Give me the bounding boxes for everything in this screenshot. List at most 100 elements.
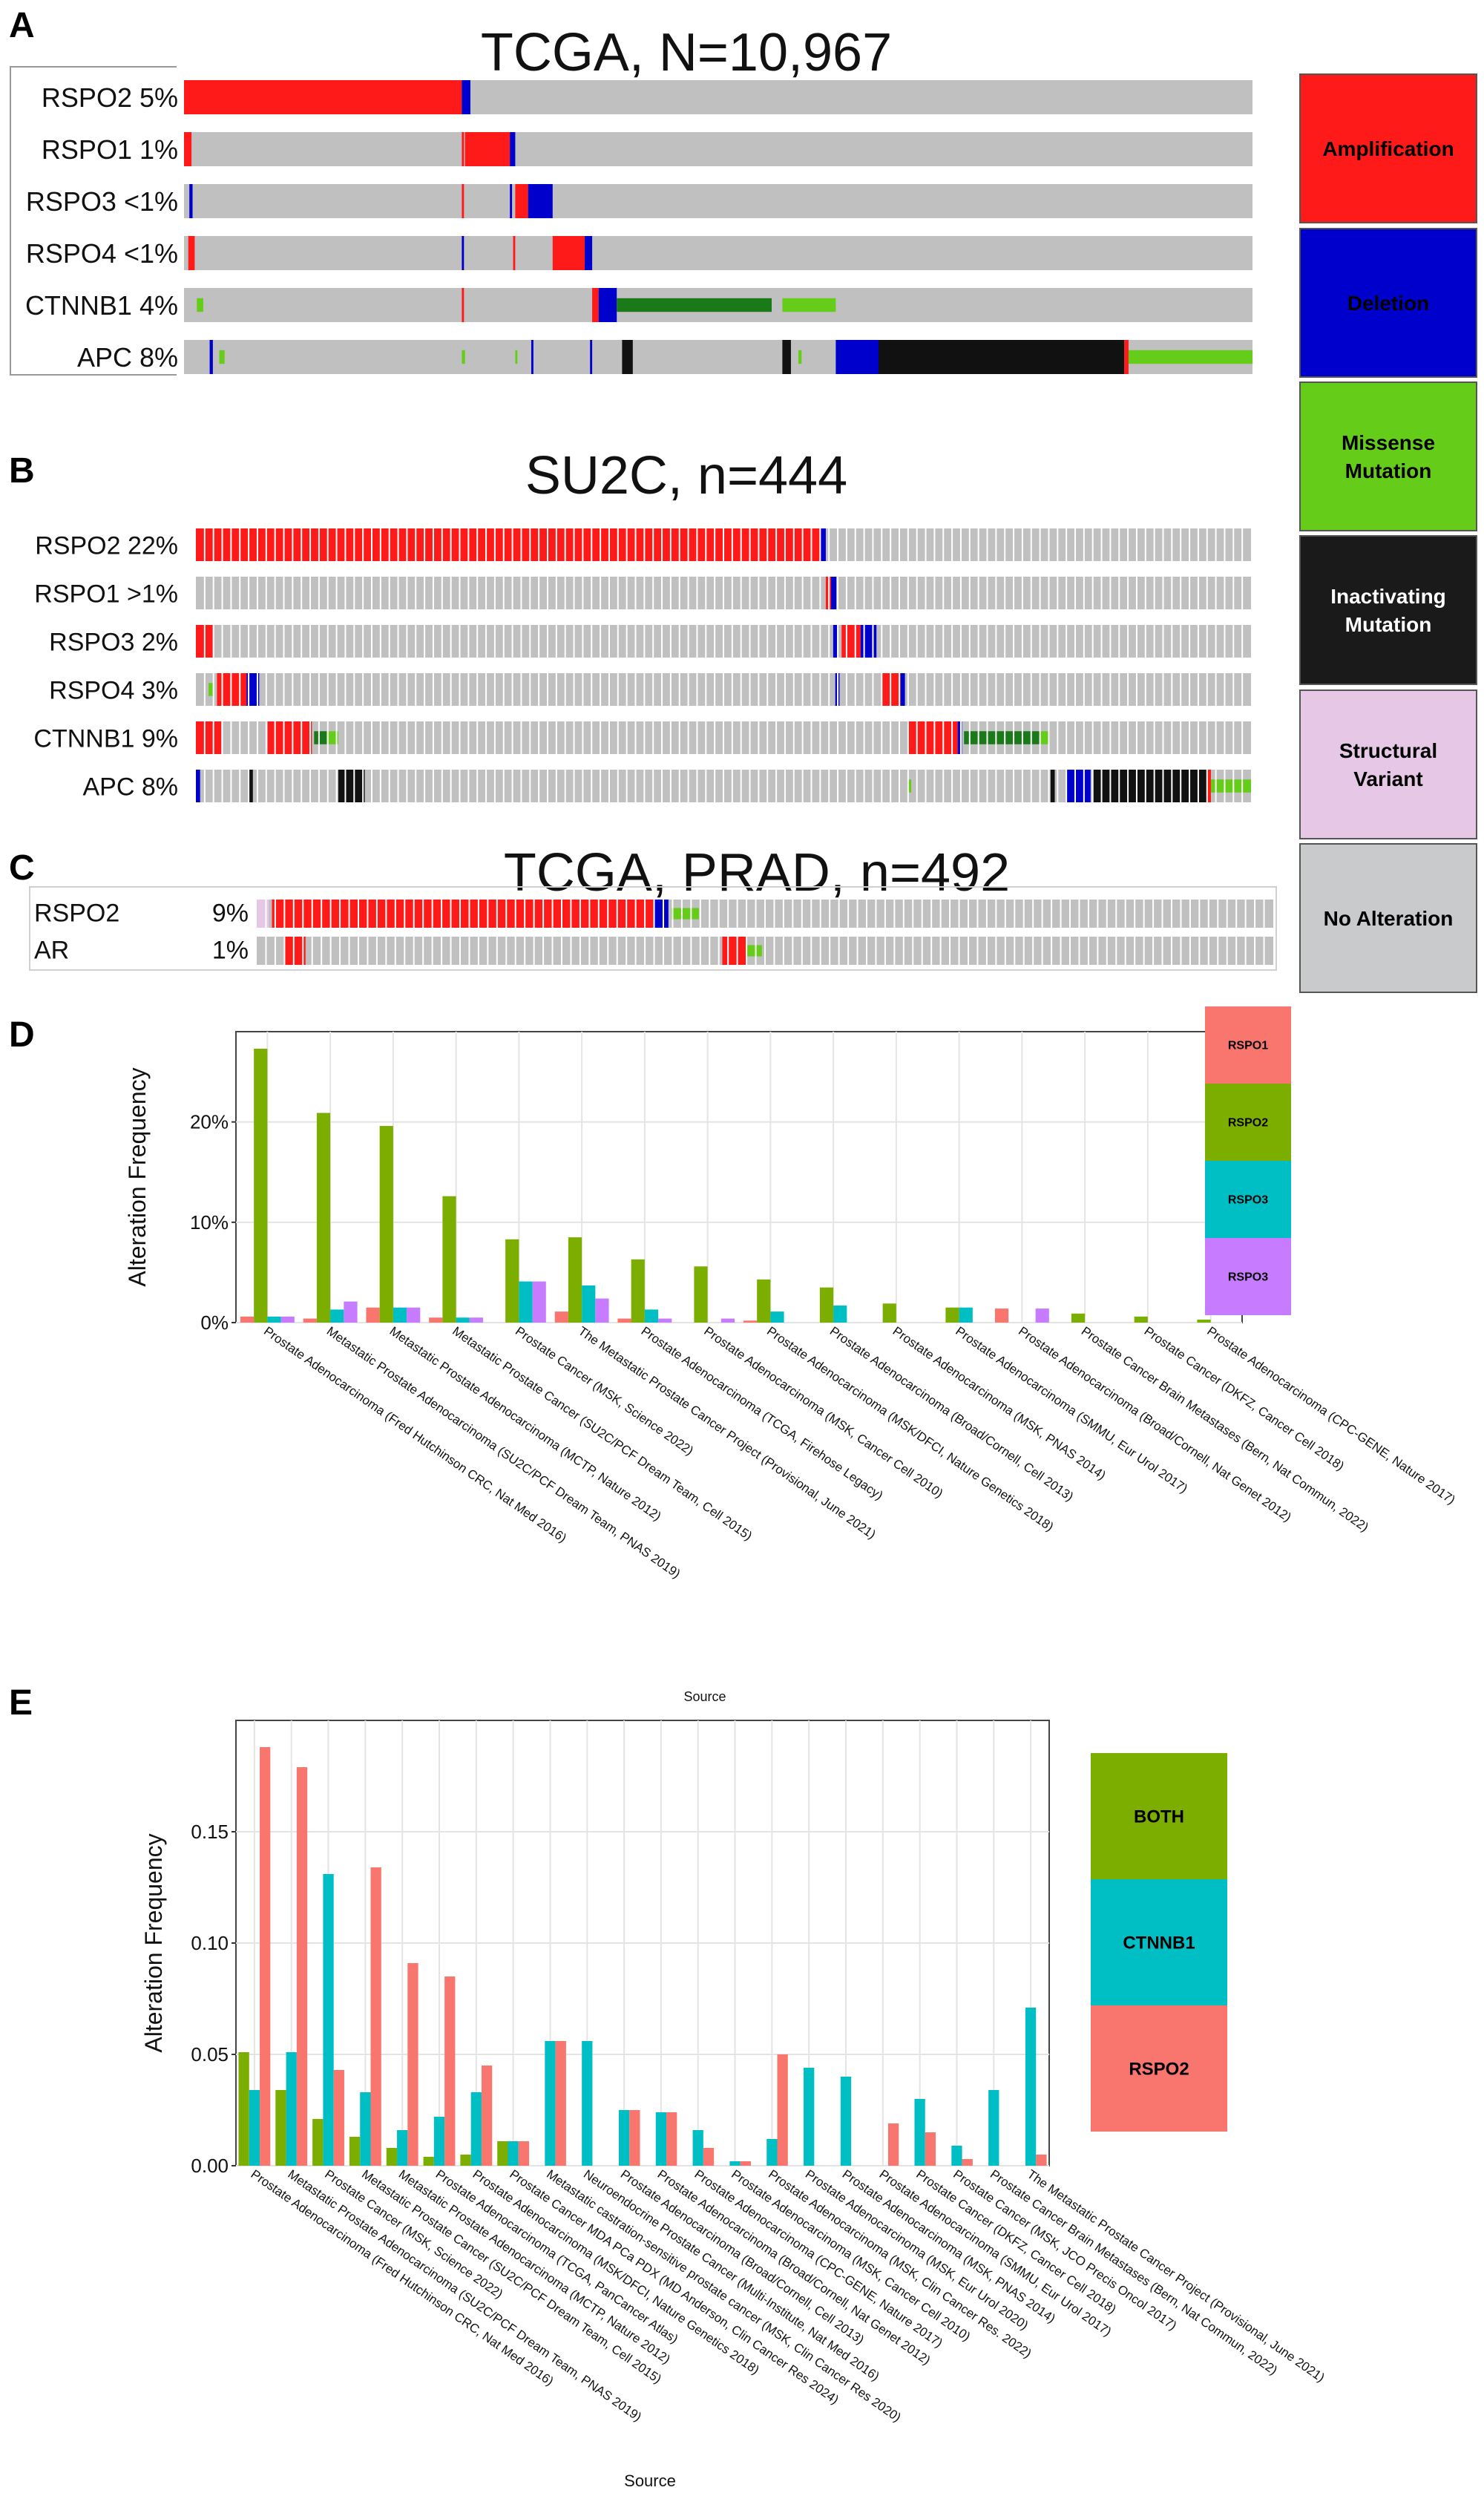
- panel-b-column-gap: [1127, 721, 1129, 754]
- panel-b-column-gap: [723, 721, 724, 754]
- panel-b-column-gap: [801, 577, 804, 609]
- panel-b-column-gap: [292, 721, 294, 754]
- legend-label-2: Mutation: [1345, 459, 1432, 482]
- panel-c-column-gap: [663, 937, 664, 965]
- panel-b-column-gap: [863, 528, 865, 561]
- panel-b-column-gap: [845, 625, 847, 658]
- panel-b-column-gap: [899, 528, 900, 561]
- panel-b-row-columns-5: [203, 770, 1244, 802]
- panel-b-column-gap: [828, 625, 830, 658]
- chart-e-bar-both-2: [312, 2119, 324, 2166]
- panel-b-column-gap: [933, 721, 936, 754]
- panel-b-column-gap: [591, 528, 593, 561]
- panel-c-column-gap: [1069, 937, 1071, 965]
- chart-e-bar-ctnnb1-3: [360, 2092, 371, 2166]
- panel-b-column-gap: [591, 577, 593, 609]
- chart-d-bar-rspo3-4: [519, 1281, 533, 1323]
- panel-c-column-gap: [912, 937, 914, 965]
- panel-b-column-gap: [810, 721, 812, 754]
- panel-b-column-gap: [1171, 770, 1173, 802]
- panel-b-column-gap: [309, 673, 312, 706]
- panel-b-column-gap: [723, 673, 724, 706]
- panel-b-column-gap: [1180, 721, 1182, 754]
- panel-b-column-gap: [916, 577, 918, 609]
- chart-e-bar-ctnnb1-2: [323, 1874, 334, 2166]
- panel-b-column-gap: [810, 625, 812, 658]
- panel-b-column-gap: [1057, 721, 1059, 754]
- panel-b-column-gap: [792, 673, 795, 706]
- panel-b-column-gap: [661, 673, 663, 706]
- panel-a-row-0-segment-1: [462, 80, 470, 114]
- panel-b-column-gap: [995, 673, 997, 706]
- panel-b-column-gap: [1030, 673, 1032, 706]
- panel-b-row-5-segment-7: [1206, 770, 1211, 802]
- chart-e-bar-rspo2-0: [260, 1747, 271, 2166]
- panel-c-column-gap: [561, 900, 562, 928]
- chart-e-bar-rspo2-14: [777, 2054, 788, 2166]
- panel-b-column-gap: [845, 673, 847, 706]
- chart-d-bar-rspo2-15: [1197, 1319, 1211, 1323]
- panel-b-column-gap: [872, 577, 874, 609]
- panel-c-column-gap: [1115, 937, 1117, 965]
- panel-c-column-gap: [311, 937, 313, 965]
- chart-e-ytick-label-0: 0.00: [191, 2155, 229, 2177]
- panel-b-column-gap: [1109, 721, 1112, 754]
- panel-b-column-gap: [714, 673, 716, 706]
- panel-b-column-gap: [792, 625, 795, 658]
- panel-c-column-gap: [514, 900, 516, 928]
- panel-b-column-gap: [1232, 770, 1235, 802]
- panel-c-column-gap: [1022, 937, 1025, 965]
- panel-b-column-gap: [705, 721, 707, 754]
- panel-b-column-gap: [766, 577, 769, 609]
- panel-b-column-gap: [493, 528, 496, 561]
- panel-b-column-gap: [652, 528, 654, 561]
- panel-b-column-gap: [326, 673, 329, 706]
- panel-b-column-gap: [248, 673, 250, 706]
- panel-a-row-4-segment-1: [462, 288, 464, 322]
- panel-b-column-gap: [239, 625, 241, 658]
- panel-b-column-gap: [968, 577, 971, 609]
- panel-c-column-gap: [348, 937, 350, 965]
- panel-b-column-gap: [705, 625, 707, 658]
- panel-b-column-gap: [221, 625, 223, 658]
- panel-c-column-gap: [1115, 900, 1117, 928]
- panel-b-column-gap: [626, 673, 628, 706]
- panel-c-column-gap: [921, 900, 923, 928]
- panel-b-column-gap: [1048, 625, 1050, 658]
- panel-b-column-gap: [582, 625, 584, 658]
- panel-b-column-gap: [890, 625, 892, 658]
- panel-b-column-gap: [212, 770, 214, 802]
- panel-b-column-gap: [476, 528, 479, 561]
- panel-b-column-gap: [881, 625, 883, 658]
- panel-c-row-0-segment-2: [653, 900, 669, 928]
- panel-c-column-gap: [829, 937, 831, 965]
- panel-b-column-gap: [1118, 673, 1120, 706]
- panel-b-row-0-segment-0: [196, 528, 821, 561]
- panel-b-row-columns-1: [203, 577, 1244, 609]
- panel-c-column-gap: [736, 900, 738, 928]
- chart-d-bar-rspo3-1: [330, 1309, 344, 1323]
- panel-c-column-gap: [736, 937, 738, 965]
- panel-b-column-gap: [1083, 577, 1085, 609]
- panel-c-column-gap: [718, 937, 720, 965]
- legend-label-4: Variant: [1353, 767, 1422, 790]
- panel-b-column-gap: [547, 721, 548, 754]
- panel-b-column-gap: [1066, 625, 1068, 658]
- panel-letter-a: A: [9, 6, 35, 45]
- panel-b-column-gap: [1030, 528, 1032, 561]
- panel-c-column-gap: [644, 900, 646, 928]
- panel-b-column-gap: [424, 625, 426, 658]
- panel-b-column-gap: [326, 721, 329, 754]
- panel-b-row-2-segment-1: [833, 625, 838, 658]
- panel-b-column-gap: [283, 770, 285, 802]
- panel-b-column-gap: [502, 625, 505, 658]
- panel-b-column-gap: [1074, 673, 1076, 706]
- panel-b-column-gap: [388, 625, 390, 658]
- panel-c-column-gap: [893, 937, 896, 965]
- panel-b-column-gap: [573, 625, 575, 658]
- panel-c-column-gap: [551, 937, 554, 965]
- panel-c-column-gap: [1171, 937, 1172, 965]
- panel-b-column-gap: [591, 673, 593, 706]
- panel-b-column-gap: [335, 528, 338, 561]
- panel-b-column-gap: [1241, 528, 1244, 561]
